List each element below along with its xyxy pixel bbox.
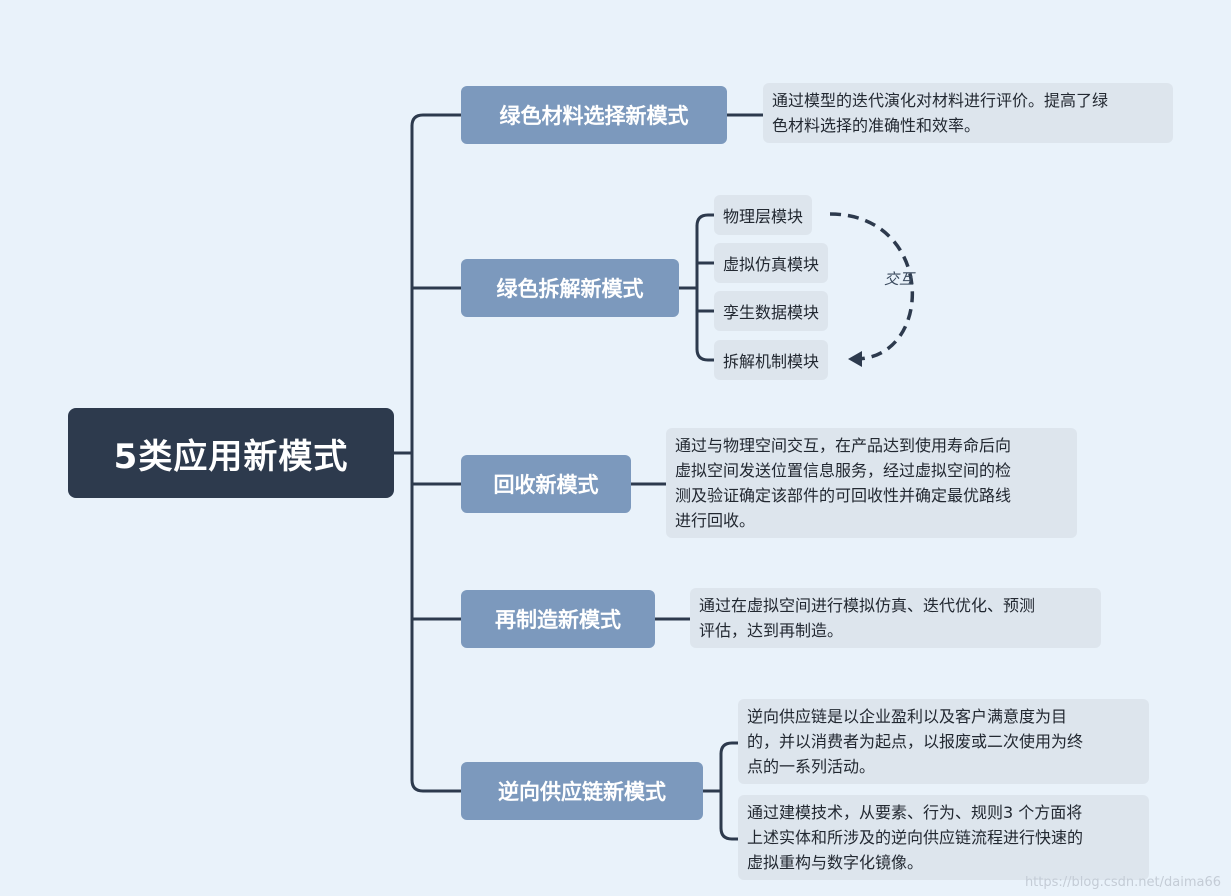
root-node: 5类应用新模式 — [68, 408, 394, 498]
mode-reverse-supply-chain: 逆向供应链新模式 — [461, 762, 703, 820]
interaction-label: 交互 — [884, 270, 915, 288]
desc-reverse-supply-chain-1: 逆向供应链是以企业盈利以及客户满意度为目 的，并以消费者为起点，以报废或二次使用… — [738, 699, 1149, 784]
module-twin-data: 孪生数据模块 — [714, 291, 829, 331]
mode-recycling: 回收新模式 — [461, 455, 631, 513]
desc-reverse-supply-chain-2: 通过建模技术，从要素、行为、规则3 个方面将 上述实体和所涉及的逆向供应链流程进… — [738, 795, 1149, 880]
desc-remanufacturing: 通过在虚拟空间进行模拟仿真、迭代优化、预测 评估，达到再制造。 — [690, 588, 1101, 648]
interaction-arrow — [829, 212, 915, 361]
module-physical-layer: 物理层模块 — [714, 195, 813, 235]
module-disassembly-mechanism: 拆解机制模块 — [714, 340, 829, 380]
watermark: https://blog.csdn.net/daima66 — [1024, 875, 1221, 890]
desc-recycling: 通过与物理空间交互，在产品达到使用寿命后向 虚拟空间发送位置信息服务，经过虚拟空… — [666, 428, 1077, 538]
mode-green-material: 绿色材料选择新模式 — [461, 86, 727, 144]
mode-green-disassembly: 绿色拆解新模式 — [461, 259, 679, 317]
arrowhead-icon — [848, 351, 862, 367]
module-virtual-simulation: 虚拟仿真模块 — [714, 243, 829, 283]
mode-remanufacturing: 再制造新模式 — [461, 590, 655, 648]
desc-green-material: 通过模型的迭代演化对材料进行评价。提高了绿 色材料选择的准确性和效率。 — [763, 83, 1173, 143]
